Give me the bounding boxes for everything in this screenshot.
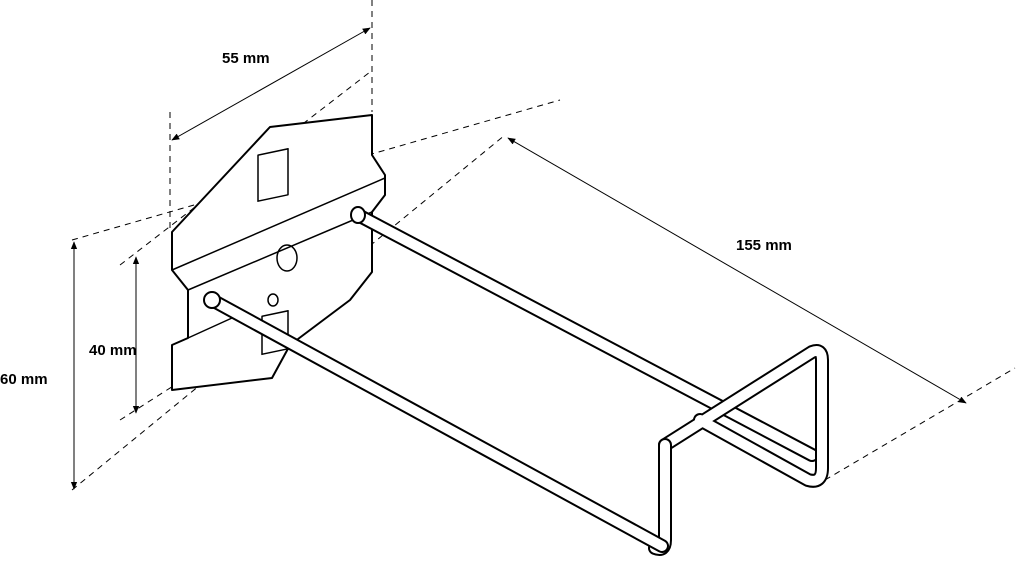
mounting-plate: [171, 114, 386, 391]
inner-height-dimension-label: 40 mm: [89, 342, 137, 359]
outer-height-dimension-label: 60 mm: [0, 371, 48, 388]
lower-rod: [203, 291, 669, 553]
dimension-lines: [70, 27, 967, 490]
length-dimension-label: 155 mm: [736, 237, 792, 254]
upper-rod: [350, 206, 819, 462]
width-dimension-label: 55 mm: [222, 50, 270, 67]
